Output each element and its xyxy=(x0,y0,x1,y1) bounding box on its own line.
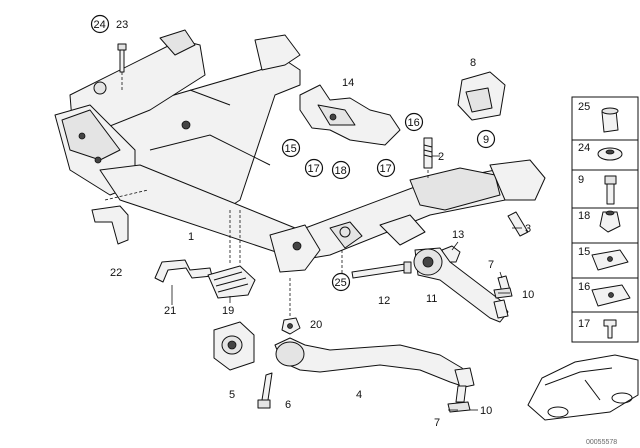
stud-7-10-lower xyxy=(447,385,471,413)
panel-label-9: 9 xyxy=(578,174,584,186)
panel-label-15: 15 xyxy=(578,246,590,258)
control-arm-4 xyxy=(274,337,475,389)
label-21: 21 xyxy=(164,305,176,317)
label-16: 16 xyxy=(408,117,420,129)
label-17-left: 17 xyxy=(308,163,320,175)
panel-label-18: 18 xyxy=(578,210,590,222)
front-axle-subframe xyxy=(54,29,546,273)
label-10-lower: 10 xyxy=(480,405,492,417)
vehicle-silhouette xyxy=(527,354,639,421)
label-15: 15 xyxy=(285,143,297,155)
leader-lines xyxy=(171,155,522,411)
label-2: 2 xyxy=(438,151,444,163)
label-24: 24 xyxy=(94,19,106,31)
label-25: 25 xyxy=(335,277,347,289)
pad-19 xyxy=(207,265,256,299)
label-1: 1 xyxy=(188,231,194,243)
label-7-upper: 7 xyxy=(488,259,494,271)
label-18: 18 xyxy=(335,165,347,177)
panel-label-16: 16 xyxy=(578,281,590,293)
label-17-right: 17 xyxy=(380,163,392,175)
stud-7-10-upper xyxy=(493,275,513,299)
label-6: 6 xyxy=(285,399,291,411)
label-13: 13 xyxy=(452,229,464,241)
diagram-code: 00055578 xyxy=(586,439,617,446)
label-12: 12 xyxy=(378,295,390,307)
part-number-labels: 1 2 3 4 5 6 7 7 8 10 10 11 12 13 14 19 2… xyxy=(110,19,534,429)
nut-20 xyxy=(281,317,301,335)
label-20: 20 xyxy=(310,319,322,331)
label-4: 4 xyxy=(356,389,362,401)
label-11: 11 xyxy=(426,293,437,305)
label-8: 8 xyxy=(470,57,476,69)
label-5: 5 xyxy=(229,389,235,401)
panel-labels: 25 24 9 18 15 16 17 xyxy=(578,101,590,330)
control-arm-11 xyxy=(413,247,509,323)
bolt-2 xyxy=(423,137,433,169)
bracket-21 xyxy=(154,259,213,283)
panel-label-24: 24 xyxy=(578,142,590,154)
bushing-5 xyxy=(213,321,255,371)
label-22: 22 xyxy=(110,267,122,279)
part-8-bracket xyxy=(457,71,506,121)
panel-label-25: 25 xyxy=(578,101,590,113)
small-parts-panel xyxy=(571,96,639,343)
label-7-lower: 7 xyxy=(434,417,440,429)
panel-label-17: 17 xyxy=(578,318,590,330)
label-10-upper: 10 xyxy=(522,289,534,301)
label-14: 14 xyxy=(342,77,354,89)
circled-labels: 24 15 17 18 17 16 9 25 xyxy=(90,14,496,292)
bolt-12 xyxy=(351,261,412,279)
bolt-3 xyxy=(507,211,529,237)
bracket-14 xyxy=(299,84,401,146)
bracket-22 xyxy=(91,205,129,245)
label-19: 19 xyxy=(222,305,234,317)
label-23: 23 xyxy=(116,19,128,31)
label-9: 9 xyxy=(483,134,489,146)
assembly-lines xyxy=(104,72,429,318)
label-3: 3 xyxy=(525,223,531,235)
bolt-6 xyxy=(257,372,273,409)
